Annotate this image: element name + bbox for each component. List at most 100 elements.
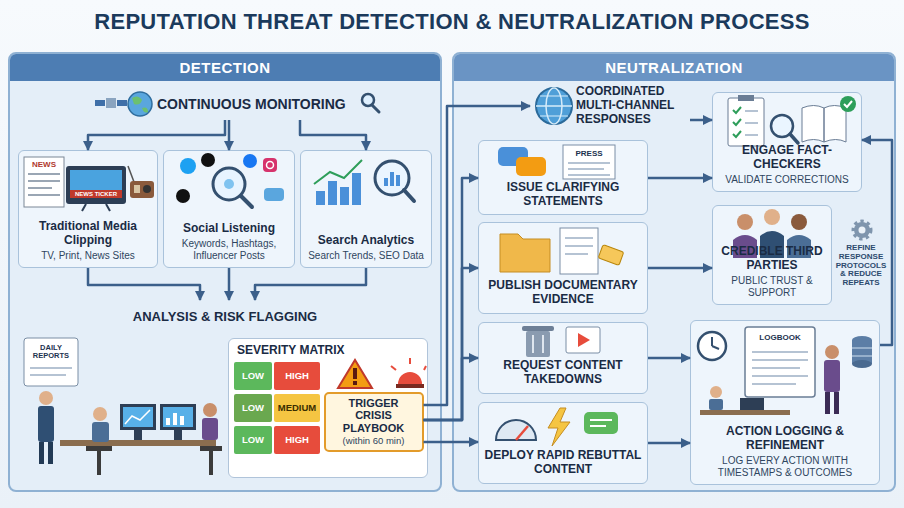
team-illustration xyxy=(92,422,109,442)
team-illustration xyxy=(39,442,44,464)
flow-arrow xyxy=(648,442,690,445)
evidence-icon xyxy=(500,228,624,274)
box-title: ISSUE CLARIFYING STATEMENTS xyxy=(483,181,643,209)
logbook-illustration xyxy=(752,375,808,377)
team-illustration xyxy=(173,413,177,425)
team-illustration xyxy=(125,410,150,424)
box-title: ANALYSIS & RISK FLAGGING xyxy=(14,310,436,325)
search-chart-icon xyxy=(316,191,325,205)
search-chart-icon xyxy=(328,181,337,205)
search-chart-icon xyxy=(390,172,394,186)
logbook-illustration xyxy=(700,410,790,415)
box-title: REQUEST CONTENT TAKEDOWNS xyxy=(483,359,643,387)
matrix-cell: LOW xyxy=(234,394,272,422)
team-illustration xyxy=(93,407,107,421)
evidence-icon xyxy=(565,245,593,247)
warning-icon xyxy=(398,372,422,384)
newspaper-icon xyxy=(24,157,64,207)
box-subtitle: Keywords, Hashtags, Influencer Posts xyxy=(168,238,290,261)
evidence-icon xyxy=(565,237,593,239)
people-icon xyxy=(791,214,807,230)
rebuttal-icon xyxy=(516,426,528,440)
search-chart-icon xyxy=(340,187,349,205)
fact-check-icon xyxy=(840,96,856,112)
tv-icon xyxy=(70,170,122,198)
magnifier-icon xyxy=(372,105,379,112)
team-illustration xyxy=(86,446,112,451)
logbook-illustration xyxy=(752,383,796,385)
search-chart-icon xyxy=(314,160,362,184)
social-icons xyxy=(224,179,234,189)
team-illustration xyxy=(160,404,196,430)
matrix-cell: LOW xyxy=(234,426,272,454)
logbook-illustration xyxy=(711,337,713,346)
logbook-illustration xyxy=(709,399,723,410)
search-chart-icon xyxy=(396,175,400,186)
logbook-illustration xyxy=(825,392,830,414)
box-subtitle: (within 60 min) xyxy=(330,436,418,447)
logbook-illustration xyxy=(852,356,872,357)
warning-icon xyxy=(424,366,426,370)
matrix-cell: LOW xyxy=(234,362,272,390)
flow-arrow xyxy=(862,140,892,345)
team-illustration xyxy=(134,430,142,440)
newspaper-icon xyxy=(28,180,60,182)
logbook-illustration xyxy=(852,348,872,349)
warning-icon xyxy=(409,358,411,364)
social-icons xyxy=(263,158,277,172)
gear-icon xyxy=(859,227,866,234)
box-title: Social Listening xyxy=(168,222,290,236)
flow-arrow xyxy=(424,178,479,420)
people-icon xyxy=(787,235,811,258)
box-title: TRIGGER CRISIS PLAYBOOK xyxy=(330,397,418,435)
press-icon xyxy=(568,162,610,164)
logbook-illustration xyxy=(752,351,808,353)
takedown-icon xyxy=(578,333,590,347)
globe-icon xyxy=(128,92,152,116)
logbook-illustration xyxy=(698,332,726,360)
logbook-illustration xyxy=(745,327,815,397)
fact-check-icon xyxy=(790,134,798,143)
radio-icon xyxy=(134,185,140,193)
evidence-icon xyxy=(560,228,598,274)
radio-icon xyxy=(130,181,154,198)
social-icons xyxy=(180,158,196,174)
team-illustration xyxy=(39,391,53,405)
logbook-illustration xyxy=(710,386,722,398)
team-illustration xyxy=(38,406,54,442)
process-box: REQUEST CONTENT TAKEDOWNS xyxy=(478,322,648,394)
logbook-illustration xyxy=(824,360,840,392)
satellite-icon xyxy=(95,100,105,106)
people-icon xyxy=(733,235,757,258)
icon-label: NEWS TICKER xyxy=(70,190,122,198)
team-illustration xyxy=(123,407,153,427)
icon-label: DAILY REPORTS xyxy=(26,341,76,363)
social-icons xyxy=(267,162,274,169)
rebuttal-icon xyxy=(548,408,570,446)
warning-icon xyxy=(338,358,426,388)
logbook-illustration xyxy=(825,345,839,359)
flow-arrow xyxy=(424,441,479,444)
matrix-cell: MEDIUM xyxy=(274,394,320,422)
press-icon xyxy=(498,145,615,179)
team-illustration xyxy=(30,367,72,369)
takedown-icon xyxy=(542,335,544,353)
flow-arrow xyxy=(690,119,712,122)
box-title: CONTINUOUS MONITORING xyxy=(157,96,363,112)
team-illustration xyxy=(203,403,217,417)
fact-check-icon xyxy=(728,98,764,146)
globe-network-icon xyxy=(536,105,572,107)
rebuttal-icon xyxy=(590,425,606,427)
globe-network-icon xyxy=(540,96,568,97)
team-illustration xyxy=(60,440,216,446)
box-title: PUBLISH DOCUMENTARY EVIDENCE xyxy=(483,279,643,307)
tv-icon xyxy=(70,190,122,198)
flow-arrow xyxy=(424,106,531,405)
evidence-icon xyxy=(598,245,623,266)
social-icons xyxy=(241,196,252,207)
logbook-illustration xyxy=(852,360,872,368)
press-icon xyxy=(563,145,615,179)
icon-label: LOGBOOK xyxy=(748,331,812,345)
box-title: CREDIBLE THIRD PARTIES xyxy=(717,245,827,273)
globe-icon xyxy=(132,96,148,112)
